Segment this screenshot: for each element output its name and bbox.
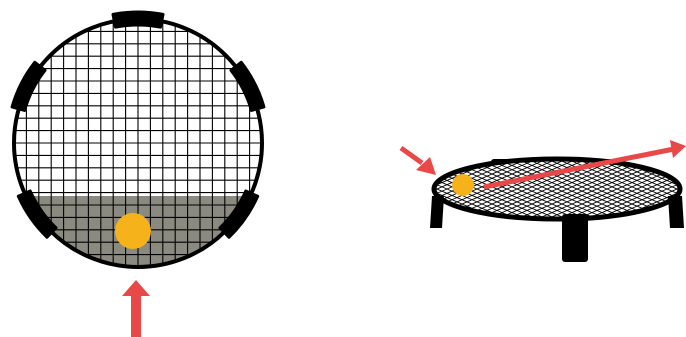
- rim-pad: [10, 60, 47, 112]
- side-net-line: [247, 159, 387, 219]
- side-net-line: [257, 159, 397, 219]
- side-net-line: [576, 159, 680, 219]
- side-rim: [431, 156, 683, 222]
- incoming-arrow: [399, 145, 436, 175]
- side-net-line: [496, 159, 638, 219]
- side-net-line: [434, 159, 518, 219]
- rebound-arrow-shaft: [483, 146, 675, 190]
- up-arrow: [122, 280, 150, 337]
- side-net-line: [434, 159, 548, 219]
- arrow-head: [122, 280, 150, 296]
- rim-pad: [16, 189, 58, 239]
- side-net-line: [486, 159, 628, 219]
- side-net-line: [596, 159, 680, 219]
- rim-pad: [229, 60, 266, 112]
- rebound-arrow: [483, 140, 686, 190]
- side-net-line: [287, 159, 427, 219]
- side-net-line: [586, 159, 680, 219]
- side-net-line: [566, 159, 680, 219]
- side-ball: [452, 174, 474, 196]
- rebound-arrow-head: [670, 140, 686, 158]
- leg-front-right: [668, 196, 684, 228]
- side-net-line: [434, 159, 438, 219]
- side-net-line: [516, 159, 658, 219]
- side-net-line: [267, 159, 407, 219]
- side-net-line: [434, 159, 438, 219]
- side-net-line: [247, 159, 387, 219]
- rim-pads: [10, 10, 266, 239]
- arrow-shaft: [131, 296, 141, 337]
- incoming-arrow-shaft: [399, 145, 424, 166]
- side-net-line: [287, 159, 427, 219]
- side-view-net: [247, 156, 684, 262]
- side-net-line: [434, 159, 508, 219]
- rim-pad: [218, 189, 260, 239]
- leg-front-center: [562, 214, 588, 262]
- side-net-line: [267, 159, 407, 219]
- side-net-line: [257, 159, 397, 219]
- leg-front-left: [430, 196, 444, 228]
- incoming-arrow-head: [416, 157, 436, 175]
- side-net-line: [506, 159, 648, 219]
- side-net-line: [277, 159, 417, 219]
- ball: [115, 213, 151, 249]
- side-net-line: [606, 159, 680, 219]
- side-net-line: [476, 159, 618, 219]
- top-view-net: [10, 10, 266, 269]
- side-net-line: [277, 159, 417, 219]
- rim-pad: [111, 10, 165, 29]
